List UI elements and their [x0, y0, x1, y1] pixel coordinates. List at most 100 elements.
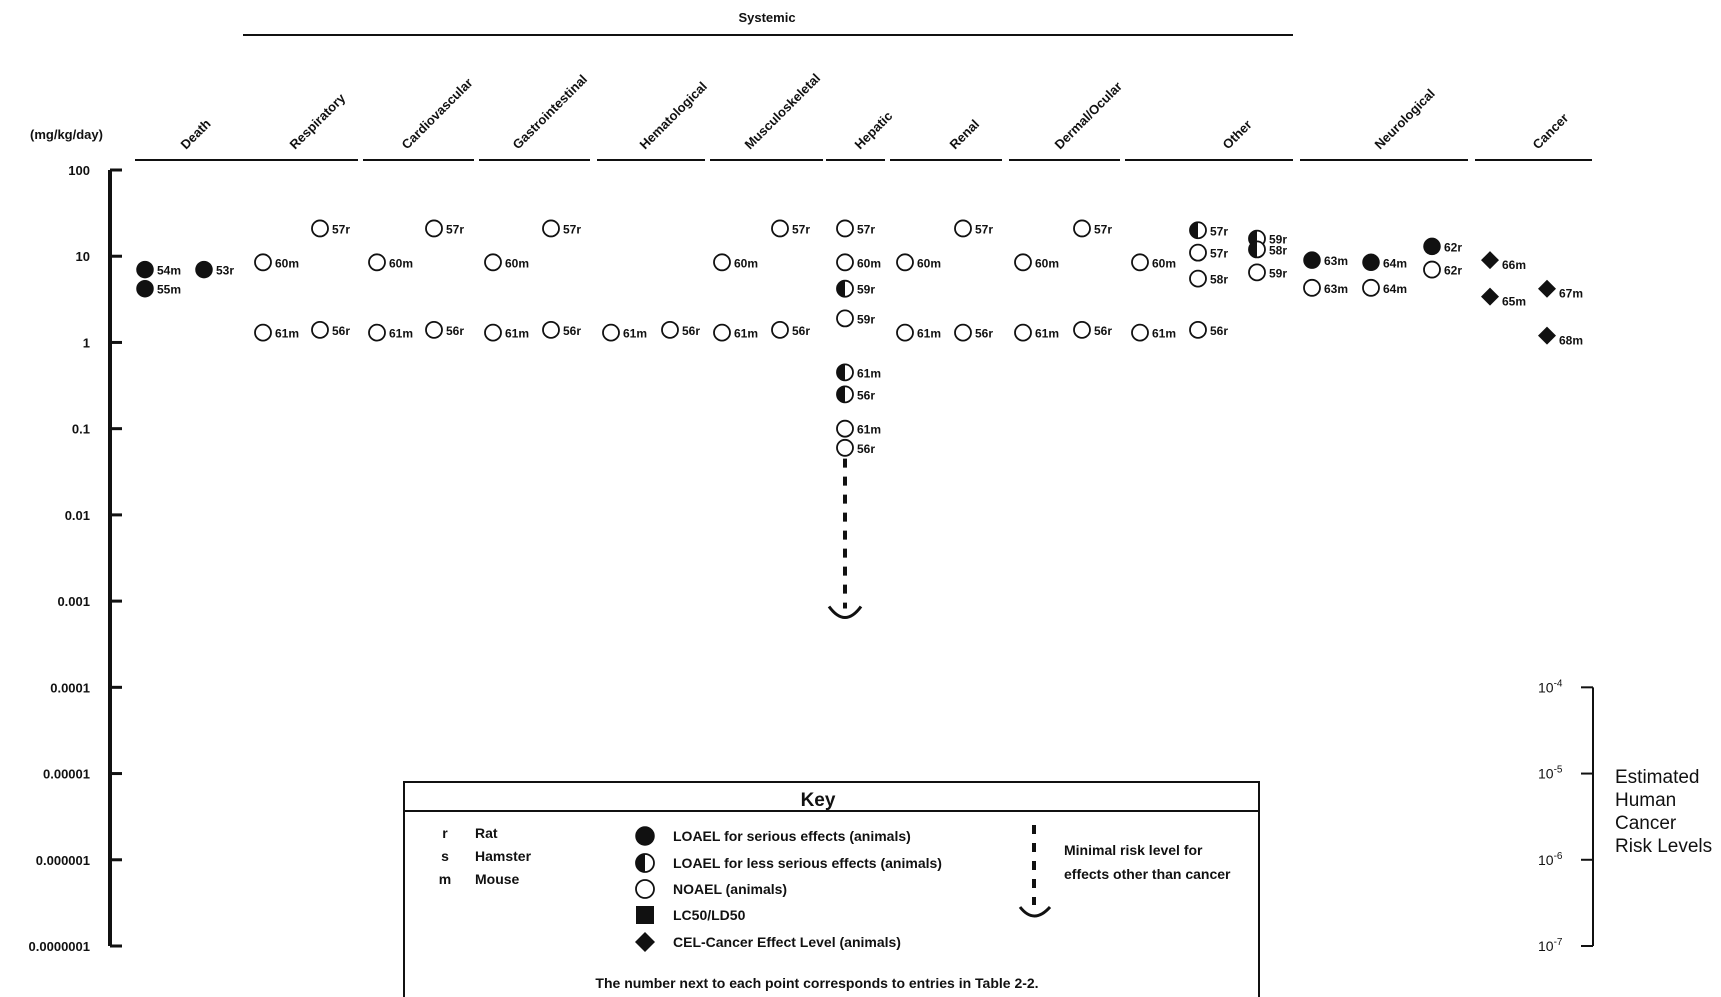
point-label: 60m	[1035, 256, 1059, 270]
point-marker	[368, 253, 386, 272]
data-point: 63m	[1303, 251, 1348, 269]
point-marker	[368, 323, 386, 342]
key-box: Key r Rat s Hamster m Mouse LOAEL for se…	[403, 781, 1260, 997]
key-symbol-half	[635, 853, 655, 873]
key-species-name-2: Mouse	[475, 871, 520, 887]
point-label: 61m	[389, 327, 413, 341]
point-marker	[1362, 253, 1380, 272]
data-point: 61m	[602, 323, 647, 342]
point-marker	[836, 279, 854, 298]
data-point: 60m	[836, 253, 881, 272]
point-label: 60m	[857, 256, 881, 270]
point-label: 63m	[1324, 254, 1348, 268]
data-point: 60m	[1014, 253, 1059, 272]
point-label: 60m	[505, 256, 529, 270]
point-label: 58r	[1210, 273, 1228, 287]
data-point: 61m	[1014, 323, 1059, 342]
data-point: 58r	[1189, 269, 1228, 288]
point-label: 67m	[1559, 287, 1583, 301]
data-point: 57r	[1073, 219, 1112, 238]
data-point: 68m	[1538, 326, 1583, 348]
y-tick-label: 10	[76, 249, 90, 264]
point-label: 56r	[857, 442, 875, 456]
point-marker	[771, 320, 789, 339]
data-point: 55m	[136, 279, 181, 298]
y-tick-label: 0.001	[57, 594, 90, 609]
point-marker	[836, 219, 854, 238]
point-marker	[954, 219, 972, 238]
point-marker	[771, 219, 789, 238]
point-marker	[836, 438, 854, 457]
point-marker	[136, 279, 154, 298]
point-marker	[1189, 221, 1207, 240]
point-label: 60m	[1152, 256, 1176, 270]
data-point: 56r	[954, 323, 993, 342]
point-label: 61m	[917, 327, 941, 341]
data-point: 56r	[1073, 320, 1112, 339]
point-marker	[1423, 237, 1441, 256]
key-species-code-0: r	[442, 825, 448, 841]
point-label: 65m	[1502, 295, 1526, 309]
point-label: 57r	[446, 222, 464, 236]
point-label: 62r	[1444, 264, 1462, 278]
point-marker	[1014, 253, 1032, 272]
point-label: 61m	[857, 423, 881, 437]
mrl-cup	[827, 605, 863, 619]
risk-tick-label: 10-7	[1538, 937, 1563, 954]
data-point: 57r	[425, 219, 464, 238]
point-label: 55m	[157, 283, 181, 297]
point-marker	[661, 320, 679, 339]
point-marker	[836, 253, 854, 272]
data-point: 56r	[542, 320, 581, 339]
data-point: 61m	[713, 323, 758, 342]
key-mrl-label-line-2: effects other than cancer	[1064, 866, 1231, 882]
risk-tick-label: 10-4	[1538, 678, 1563, 695]
data-point: 60m	[896, 253, 941, 272]
risk-tick-label: 10-5	[1538, 765, 1563, 782]
point-marker	[311, 219, 329, 238]
point-label: 53r	[216, 264, 234, 278]
data-point: 64m	[1362, 253, 1407, 272]
data-point: 56r	[1189, 320, 1228, 339]
point-marker	[1303, 251, 1321, 269]
point-label: 57r	[1094, 222, 1112, 236]
point-label: 54m	[157, 264, 181, 278]
column-header-neurological: Neurological	[1372, 86, 1438, 152]
point-label: 61m	[734, 327, 758, 341]
cancer-risk-scale: 10-410-510-610-7EstimatedHumanCancerRisk…	[1538, 678, 1712, 954]
key-species-code-1: s	[441, 848, 449, 864]
point-marker	[896, 323, 914, 342]
key-species-code-2: m	[439, 871, 451, 887]
point-label: 56r	[682, 324, 700, 338]
data-point: 56r	[425, 320, 464, 339]
point-marker	[1131, 253, 1149, 272]
column-header-renal: Renal	[947, 116, 983, 152]
y-unit-label: (mg/kg/day)	[30, 127, 103, 142]
point-marker	[896, 253, 914, 272]
data-point: 66m	[1481, 251, 1526, 272]
point-label: 60m	[275, 256, 299, 270]
key-frame	[403, 781, 1260, 997]
column-header-death: Death	[178, 116, 214, 152]
key-symbol-diamond	[635, 932, 655, 952]
point-marker	[954, 323, 972, 342]
data-point: 61m	[484, 323, 529, 342]
point-label: 61m	[1152, 327, 1176, 341]
risk-caption-line: Estimated	[1615, 767, 1699, 788]
point-label: 62r	[1444, 240, 1462, 254]
point-marker	[1248, 263, 1266, 282]
key-title: Key	[801, 790, 836, 811]
point-marker	[136, 260, 154, 279]
point-marker	[1189, 320, 1207, 339]
column-header-other: Other	[1220, 117, 1255, 152]
data-point: 57r	[1189, 243, 1228, 262]
point-marker	[425, 219, 443, 238]
point-label: 61m	[505, 327, 529, 341]
y-tick-label: 0.1	[72, 422, 90, 437]
column-header-cardiovascular: Cardiovascular	[399, 75, 476, 152]
data-point: 62r	[1423, 260, 1462, 279]
key-mrl-sample-cup	[1018, 905, 1052, 918]
point-marker	[1073, 320, 1091, 339]
point-label: 57r	[792, 222, 810, 236]
data-point: 57r	[542, 219, 581, 238]
